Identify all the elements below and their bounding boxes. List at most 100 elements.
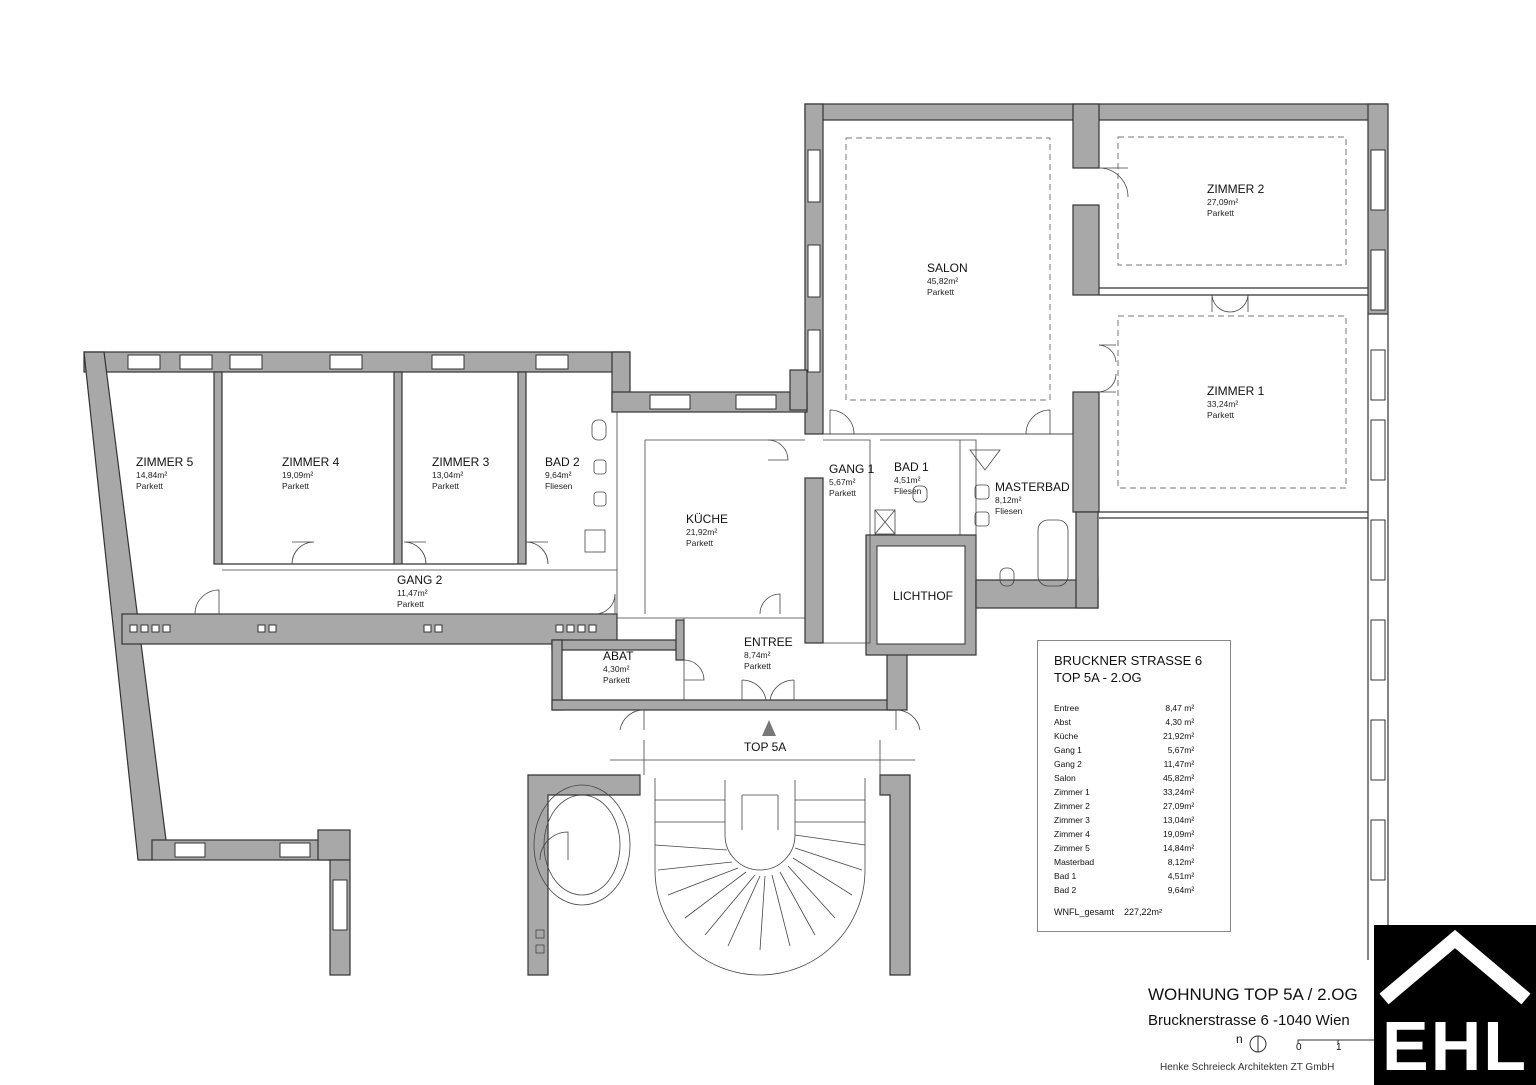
logo-text: EHL: [1382, 1007, 1528, 1085]
windows: [127, 149, 1386, 931]
area-row-value: 33,24m²: [1162, 787, 1195, 797]
svg-text:27,09m²: 27,09m²: [1207, 197, 1238, 207]
svg-text:Parkett: Parkett: [282, 481, 310, 491]
scale-label-1: 1: [1336, 1042, 1342, 1053]
svg-text:19,09m²: 19,09m²: [282, 470, 313, 480]
svg-text:Parkett: Parkett: [927, 287, 955, 297]
scale-bar: 0 1: [1290, 1036, 1380, 1060]
svg-text:ZIMMER 2: ZIMMER 2: [1207, 182, 1265, 196]
room-label-salon: SALON 45,82m² Parkett: [927, 261, 968, 297]
svg-text:ABAT: ABAT: [603, 649, 634, 663]
title-block: WOHNUNG TOP 5A / 2.OG Brucknerstrasse 6 …: [1148, 985, 1378, 1085]
architect-credit: Henke Schreieck Architekten ZT GmbH: [1160, 1062, 1335, 1073]
svg-text:4,30m²: 4,30m²: [603, 664, 630, 674]
dashed-outlines: [845, 136, 1347, 489]
svg-text:KÜCHE: KÜCHE: [686, 512, 728, 526]
area-row-value: 4,51m²: [1167, 871, 1195, 881]
room-label-zimmer1: ZIMMER 1 33,24m² Parkett: [1207, 384, 1265, 420]
svg-text:Parkett: Parkett: [829, 488, 857, 498]
svg-text:33,24m²: 33,24m²: [1207, 399, 1238, 409]
svg-text:Parkett: Parkett: [397, 599, 425, 609]
room-label-zimmer2: ZIMMER 2 27,09m² Parkett: [1207, 182, 1265, 218]
area-row-value: 19,09m²: [1162, 829, 1195, 839]
svg-text:Parkett: Parkett: [686, 538, 714, 548]
svg-text:13,04m²: 13,04m²: [432, 470, 463, 480]
svg-text:Parkett: Parkett: [603, 675, 631, 685]
area-row-label: Zimmer 2: [1054, 801, 1090, 811]
north-label: n: [1236, 1032, 1243, 1046]
area-row-value: 4,30 m²: [1165, 717, 1195, 727]
area-row-label: Bad 2: [1054, 885, 1077, 895]
svg-text:Parkett: Parkett: [1207, 208, 1235, 218]
area-row-label: Zimmer 4: [1054, 829, 1090, 839]
svg-text:8,12m²: 8,12m²: [995, 495, 1022, 505]
staircase: [533, 720, 915, 976]
svg-text:Fliesen: Fliesen: [545, 481, 573, 491]
area-row-label: Bad 1: [1054, 871, 1077, 881]
area-row-value: 21,92m²: [1162, 731, 1195, 741]
room-label-abat: ABAT 4,30m² Parkett: [603, 649, 634, 685]
north-icon: [1249, 1035, 1267, 1053]
svg-text:5,67m²: 5,67m²: [829, 477, 856, 487]
svg-text:21,92m²: 21,92m²: [686, 527, 717, 537]
room-label-gang1: GANG 1 5,67m² Parkett: [829, 462, 875, 498]
summary-title: BRUCKNER STRASSE 6: [1054, 653, 1203, 668]
area-row: Bad 1 4,51m²: [1054, 869, 1194, 883]
svg-text:Fliesen: Fliesen: [894, 486, 922, 496]
area-row-label: Masterbad: [1054, 857, 1095, 867]
scale-bar-graphic: [1297, 1039, 1378, 1044]
area-row-value: 14,84m²: [1162, 843, 1195, 853]
area-row: Masterbad 8,12m²: [1054, 855, 1194, 869]
svg-text:45,82m²: 45,82m²: [927, 276, 958, 286]
ehl-logo: EHL: [1374, 925, 1536, 1085]
svg-text:4,51m²: 4,51m²: [894, 475, 921, 485]
room-label-bad2: BAD 2 9,64m² Fliesen: [545, 455, 580, 491]
area-row: Abst 4,30 m²: [1054, 715, 1194, 729]
area-row-value: 8,47 m²: [1165, 703, 1195, 713]
area-row-label: Gang 2: [1054, 759, 1082, 769]
svg-text:ZIMMER 5: ZIMMER 5: [136, 455, 194, 469]
area-row-label: Zimmer 1: [1054, 787, 1090, 797]
north-arrow: n: [1236, 1032, 1276, 1056]
room-label-zimmer5: ZIMMER 5 14,84m² Parkett: [136, 455, 194, 491]
room-label-lichthof: LICHTHOF: [893, 589, 953, 603]
svg-text:Parkett: Parkett: [1207, 410, 1235, 420]
summary-subtitle: TOP 5A - 2.OG: [1054, 670, 1142, 685]
vents: [129, 624, 597, 633]
interior-lines: [222, 412, 1074, 795]
room-label-gang2: GANG 2 11,47m² Parkett: [397, 573, 443, 609]
plan-address: Brucknerstrasse 6 -1040 Wien: [1148, 1012, 1350, 1029]
area-row-value: 5,67m²: [1167, 745, 1195, 755]
area-row-value: 45,82m²: [1162, 773, 1195, 783]
total-label: WNFL_gesamt: [1054, 907, 1115, 917]
svg-text:9,64m²: 9,64m²: [545, 470, 572, 480]
svg-text:GANG 2: GANG 2: [397, 573, 443, 587]
area-summary-panel: BRUCKNER STRASSE 6 TOP 5A - 2.OG Entree 8…: [1037, 640, 1231, 932]
room-label-zimmer3: ZIMMER 3 13,04m² Parkett: [432, 455, 490, 491]
svg-text:11,47m²: 11,47m²: [397, 588, 428, 598]
svg-text:8,74m²: 8,74m²: [744, 650, 771, 660]
room-label-kueche: KÜCHE 21,92m² Parkett: [686, 512, 728, 548]
area-table: Entree 8,47 m² Abst 4,30 m² Küche 21,92m² Gang…: [1054, 701, 1194, 897]
svg-text:SALON: SALON: [927, 261, 968, 275]
area-row-label: Salon: [1054, 773, 1076, 783]
area-row: Zimmer 4 19,09m²: [1054, 827, 1194, 841]
area-row-label: Abst: [1054, 717, 1072, 727]
area-row: Salon 45,82m²: [1054, 771, 1194, 785]
house-icon: [1379, 929, 1531, 1005]
svg-text:ZIMMER 1: ZIMMER 1: [1207, 384, 1265, 398]
area-row: Zimmer 1 33,24m²: [1054, 785, 1194, 799]
area-row-value: 27,09m²: [1162, 801, 1195, 811]
area-row-label: Küche: [1054, 731, 1079, 741]
room-label-entree: ENTREE 8,74m² Parkett: [744, 635, 793, 671]
area-row: Zimmer 2 27,09m²: [1054, 799, 1194, 813]
area-row: Küche 21,92m²: [1054, 729, 1194, 743]
area-row-value: 8,12m²: [1167, 857, 1195, 867]
area-row-label: Entree: [1054, 703, 1080, 713]
fixtures: [584, 419, 1069, 587]
area-row: Entree 8,47 m²: [1054, 701, 1194, 715]
